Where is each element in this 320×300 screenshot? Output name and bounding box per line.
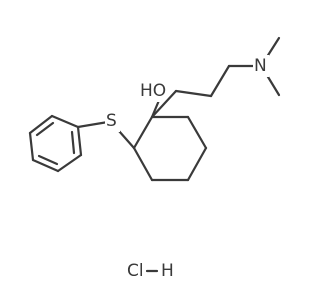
n-label-bg — [253, 55, 269, 77]
bond-s-phenyl — [76, 120, 110, 129]
bond-ph-double-c — [70, 130, 76, 155]
bond-ph-1-2 — [50, 114, 80, 129]
bond-c1-chain1 — [150, 89, 178, 119]
bond-c1-c2 — [132, 115, 154, 150]
bond-ph-double-a — [35, 121, 55, 137]
bond-lines — [28, 36, 281, 273]
bond-ph-4-5 — [31, 158, 60, 173]
bond-ph-5-6 — [56, 153, 83, 173]
sulfur-label: S — [106, 111, 117, 131]
bond-c5-c6 — [186, 115, 208, 150]
nitrogen-label: N — [254, 56, 267, 76]
atom-labels: HO N S Cl H — [105, 55, 269, 281]
bond-ph-double-b — [37, 154, 59, 166]
bond-chain1-chain2 — [174, 89, 213, 98]
bond-c2-c3 — [132, 146, 154, 182]
bond-ph-3-4 — [28, 131, 35, 162]
bond-c2-s — [117, 129, 136, 150]
molecular-structure: HO N S Cl H — [28, 36, 281, 281]
bond-c4-c5 — [186, 146, 208, 182]
hydroxyl-label: HO — [140, 81, 166, 101]
s-label-bg — [105, 110, 120, 132]
oh-label-bg — [139, 80, 162, 102]
chlorine-label: Cl — [127, 261, 144, 281]
bond-ph-2-3 — [28, 114, 54, 135]
bond-ph-6-1 — [76, 125, 83, 157]
hydrogen-label: H — [161, 261, 174, 281]
bond-chain2-chain3 — [209, 64, 231, 98]
